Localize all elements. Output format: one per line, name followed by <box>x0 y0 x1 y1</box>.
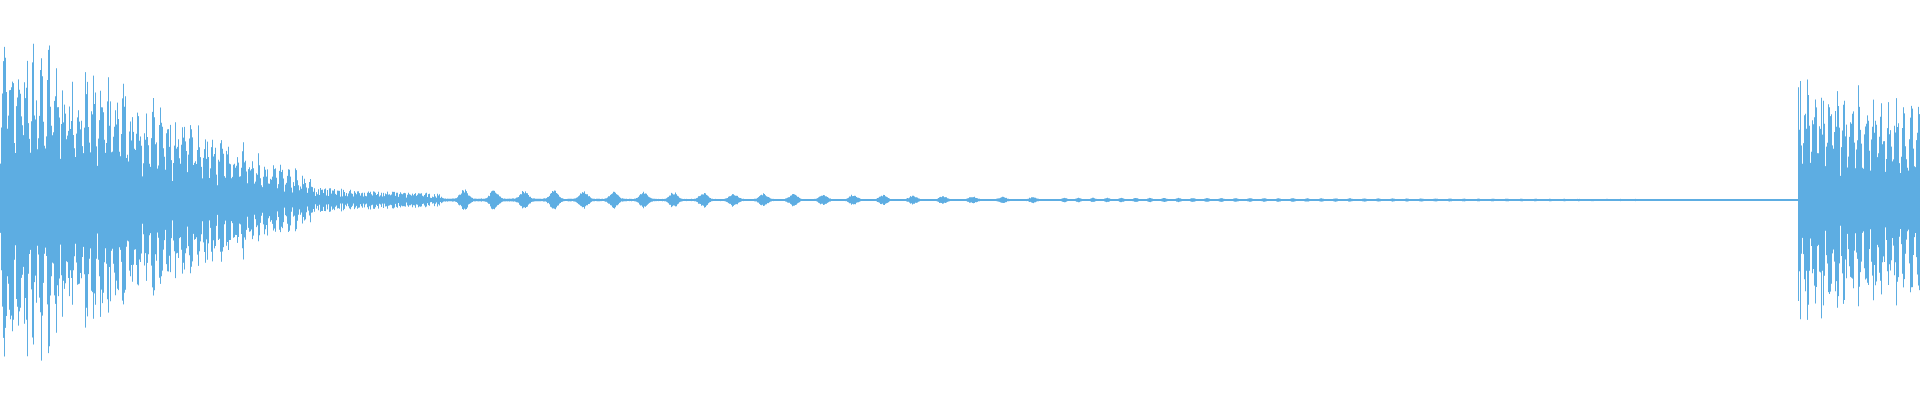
audio-waveform <box>0 43 1920 361</box>
waveform-plot <box>0 43 1920 361</box>
